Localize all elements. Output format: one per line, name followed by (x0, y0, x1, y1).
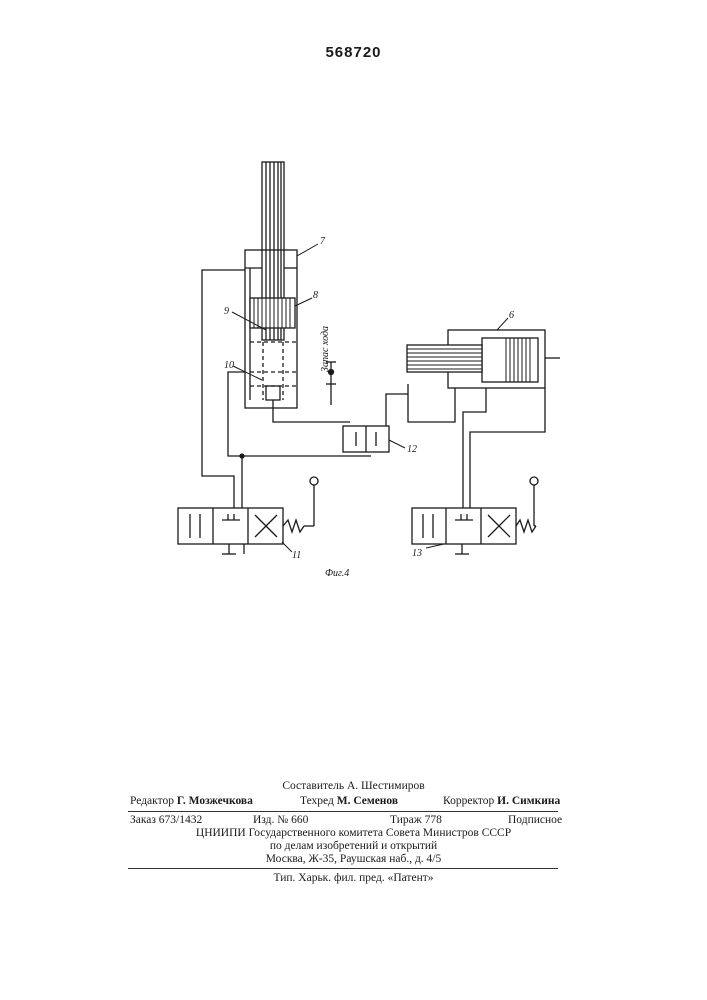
label-9: 9 (224, 306, 229, 317)
corrector-label: Корректор (443, 795, 494, 807)
org-line-1: ЦНИИПИ Государственного комитета Совета … (0, 827, 707, 840)
hydraulic-schematic: 7 8 9 10 11 12 13 6 Запас хода (0, 0, 707, 620)
label-13: 13 (412, 548, 422, 559)
figure-caption: Фиг.4 (325, 568, 349, 579)
edition: Изд. № 660 (253, 814, 308, 827)
rule-2 (128, 868, 558, 869)
label-11: 11 (292, 550, 301, 561)
circulation: Тираж 778 (390, 814, 442, 827)
label-6: 6 (509, 310, 514, 321)
techred-label: Техред (300, 795, 334, 807)
org-line-2: по делам изобретений и открытий (0, 840, 707, 853)
stroke-label: Запас хода (320, 326, 331, 372)
order: Заказ 673/1432 (130, 814, 202, 827)
hydraulic-lines-right (408, 388, 545, 508)
label-12: 12 (407, 444, 417, 455)
corrector-line: Корректор И. Симкина (443, 795, 560, 808)
editor-line: Редактор Г. Мозжечкова (130, 795, 253, 808)
label-10: 10 (224, 360, 234, 371)
rule-1 (128, 811, 558, 812)
label-8: 8 (313, 290, 318, 301)
editor-label: Редактор (130, 795, 174, 807)
address: Москва, Ж-35, Раушская наб., д. 4/5 (0, 853, 707, 866)
valve-13 (412, 477, 538, 554)
valve-11 (178, 477, 318, 554)
editor-name: Г. Мозжечкова (177, 795, 253, 807)
techred-name: М. Семенов (337, 795, 398, 807)
cylinder-6 (407, 330, 560, 404)
label-7: 7 (320, 236, 326, 247)
printer: Тип. Харьк. фил. пред. «Патент» (0, 872, 707, 885)
check-valve-12 (343, 394, 408, 452)
techred-line: Техред М. Семенов (300, 795, 398, 808)
corrector-name: И. Симкина (497, 795, 560, 807)
composer-line: Составитель А. Шестимиров (0, 780, 707, 793)
subscription: Подписное (508, 814, 562, 827)
